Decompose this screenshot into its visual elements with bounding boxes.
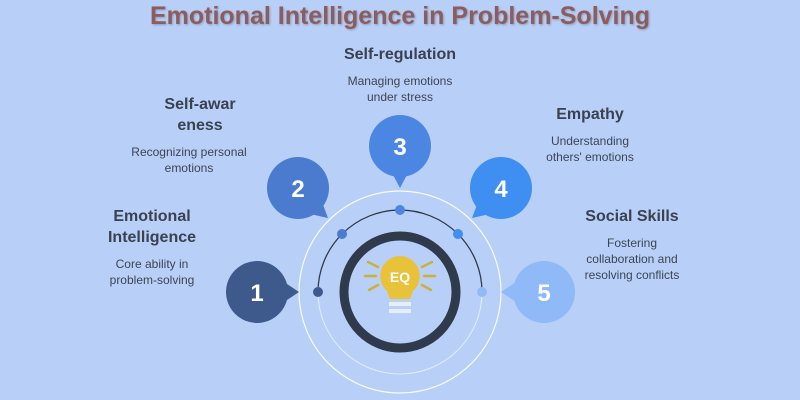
- step-1-label: Emotional Intelligence Core ability in p…: [107, 208, 197, 287]
- arc-dot: [313, 287, 323, 297]
- bubble-tail: [501, 282, 516, 302]
- step-5-bubble: 5: [477, 261, 575, 323]
- bubble-circle: [369, 115, 431, 177]
- bubble-tail: [284, 282, 299, 302]
- bubble-circle: [470, 157, 532, 219]
- step-2-label: Self-awareness Recognizing personal emot…: [131, 96, 247, 175]
- step-number: 1: [250, 280, 263, 307]
- step-5-label: Social Skills Fostering collaboration an…: [584, 208, 680, 282]
- arc-dot: [477, 287, 487, 297]
- bubble-circle: [267, 157, 329, 219]
- step-2-bubble: 2: [267, 157, 347, 239]
- page-title: Emotional Intelligence in Problem-Solvin…: [149, 2, 651, 30]
- svg-text:EQ: EQ: [390, 269, 410, 285]
- arc-dot: [453, 229, 463, 239]
- step-4-label: Empathy Understanding others' emotions: [546, 106, 634, 164]
- bubble-tail: [392, 173, 408, 188]
- bubble-circle: [513, 261, 575, 323]
- step-number: 3: [393, 134, 406, 161]
- center-ring: [339, 231, 461, 353]
- step-4-bubble: 4: [453, 157, 532, 239]
- step-3-label: Self-regulation Managing emotions under …: [343, 46, 456, 104]
- arc-dot: [337, 229, 347, 239]
- bubble-circle: [226, 261, 288, 323]
- step-number: 5: [537, 280, 550, 307]
- arc-dot: [395, 205, 405, 215]
- step-3-bubble: 3: [369, 115, 431, 215]
- lightbulb-icon: EQ: [363, 256, 437, 313]
- step-number: 2: [291, 176, 304, 203]
- step-number: 4: [494, 176, 508, 203]
- step-1-bubble: 1: [226, 261, 323, 323]
